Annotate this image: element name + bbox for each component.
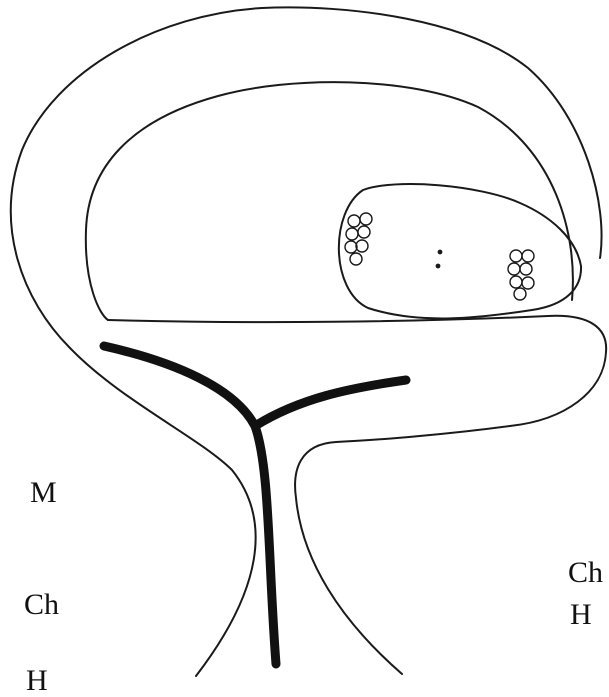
label-h-right: H [570, 600, 592, 630]
outer-sac-outline [11, 7, 602, 676]
cell-cluster-right [508, 250, 534, 300]
cell-cluster-left [345, 213, 372, 265]
label-ch-left: Ch [24, 590, 59, 620]
germ-disc-oval [339, 184, 581, 318]
label-ch-right: Ch [568, 558, 603, 588]
center-dots [436, 250, 443, 269]
label-h-left: H [26, 666, 48, 696]
label-m: M [30, 478, 57, 508]
inner-cavity-wall [86, 82, 573, 320]
bold-y-stalk [104, 346, 406, 664]
